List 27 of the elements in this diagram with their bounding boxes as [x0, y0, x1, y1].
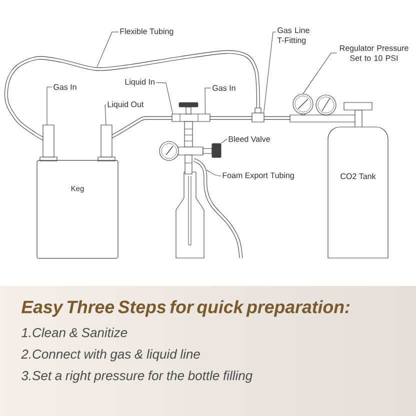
tank: CO2 Tank	[328, 126, 388, 258]
callout-label: Flexible Tubing	[120, 28, 174, 36]
leader-line	[156, 82, 174, 114]
keg-post	[98, 124, 116, 162]
leader-line	[104, 104, 106, 125]
callout-label: Gas Line T-Fitting	[277, 27, 310, 45]
leader-line	[46, 86, 52, 125]
foam-tubing	[193, 158, 243, 258]
heading: Easy Three Steps for quick preparation:	[22, 300, 350, 317]
keg-post	[40, 124, 58, 162]
leader-line	[96, 32, 119, 68]
callout-label: Regulator Pressure Set to 10 PSI	[340, 45, 408, 61]
pressure-gauge	[292, 94, 314, 116]
filling-valve	[159, 102, 210, 174]
bleed-valve	[202, 143, 222, 158]
leader-line	[204, 88, 212, 114]
list-item: 2.Connect with gas & liquid line	[21, 349, 200, 362]
t-fitting	[252, 108, 264, 122]
leader-line	[206, 170, 222, 176]
list-item: 1.Clean & Sanitize	[22, 328, 128, 338]
callout-label: Foam Export Tubing	[222, 172, 294, 180]
leader-line	[221, 138, 228, 144]
list-item: 3.Set a right pressure for the bottle filling	[22, 370, 252, 383]
leader-line	[302, 52, 338, 94]
leader-line	[264, 32, 276, 113]
pressure-gauge	[316, 94, 336, 116]
callout-label: Bleed Valve	[228, 136, 270, 142]
